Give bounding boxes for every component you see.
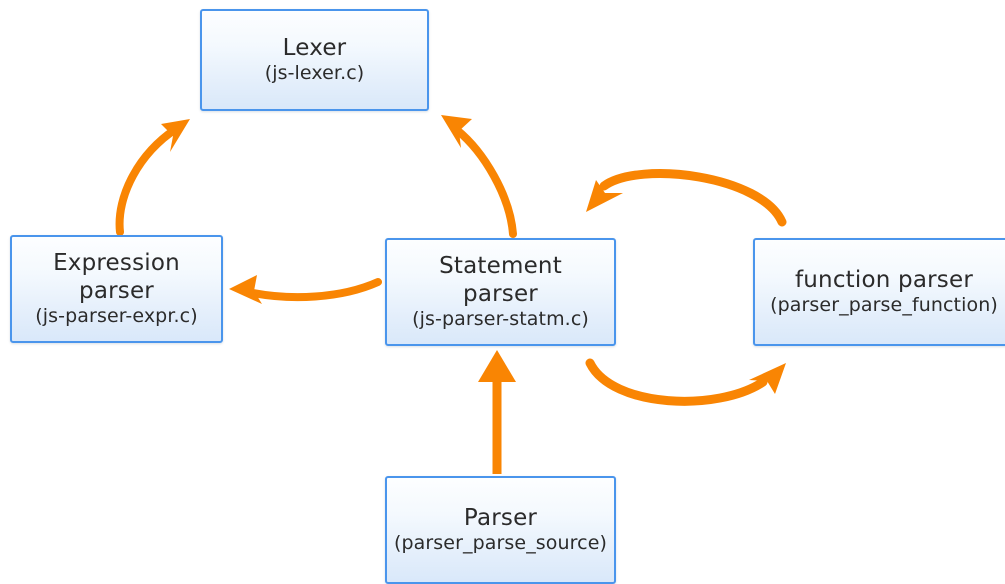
node-parser-title: Parser <box>463 505 538 532</box>
node-statement-parser-title: Statement parser <box>439 253 562 308</box>
node-lexer-subtitle: (js-lexer.c) <box>264 62 365 85</box>
node-statement-parser[interactable]: Statement parser (js-parser-statm.c) <box>385 238 616 346</box>
node-parser-subtitle: (parser_parse_source) <box>393 532 608 555</box>
node-function-parser[interactable]: function parser (parser_parse_function) <box>753 238 1005 346</box>
edge-expression-to-lexer <box>115 119 190 236</box>
node-function-parser-title: function parser <box>794 267 973 294</box>
node-parser[interactable]: Parser (parser_parse_source) <box>385 476 616 584</box>
edge-statement-to-function <box>585 358 786 406</box>
edge-statement-to-expression <box>229 275 382 304</box>
node-lexer[interactable]: Lexer (js-lexer.c) <box>200 9 429 111</box>
node-statement-parser-subtitle: (js-parser-statm.c) <box>412 308 589 331</box>
edge-function-to-statement <box>586 169 787 227</box>
node-lexer-title: Lexer <box>282 35 347 62</box>
edge-parser-to-statement <box>478 350 516 474</box>
edge-statement-to-lexer <box>441 115 517 238</box>
node-expression-parser[interactable]: Expression parser (js-parser-expr.c) <box>10 235 223 343</box>
node-expression-parser-subtitle: (js-parser-expr.c) <box>35 305 198 328</box>
node-function-parser-subtitle: (parser_parse_function) <box>770 294 998 317</box>
node-expression-parser-title: Expression parser <box>53 250 180 305</box>
